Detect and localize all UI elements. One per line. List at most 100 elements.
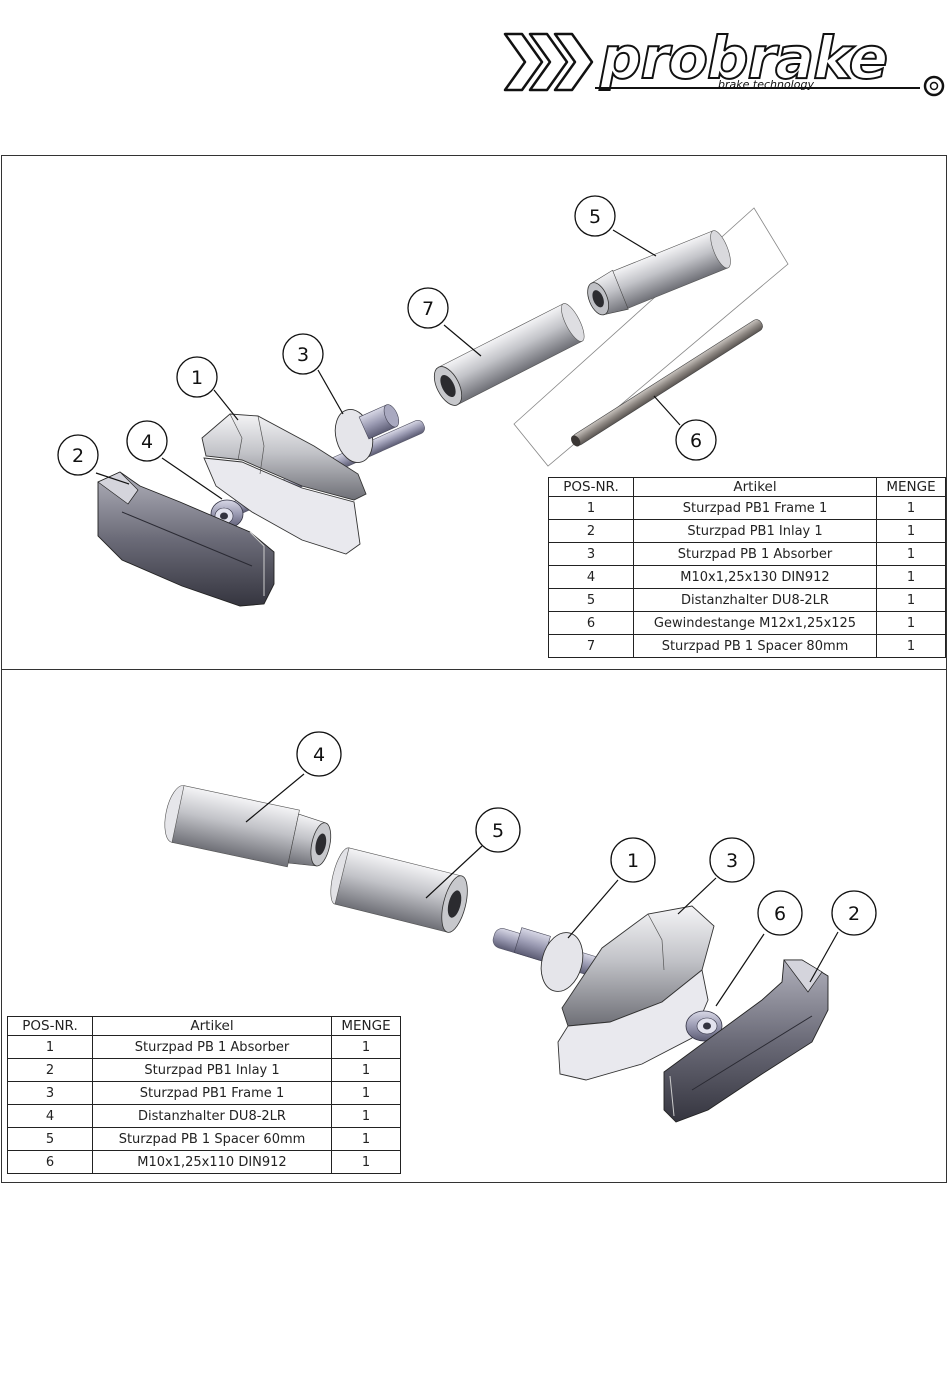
cell-pos: 3	[548, 542, 634, 566]
callout-3: 3	[282, 333, 324, 375]
callout-1: 1	[610, 837, 656, 883]
svg-text:3: 3	[297, 344, 309, 366]
cell-article: Sturzpad PB 1 Spacer 60mm	[92, 1127, 332, 1151]
cell-qty: 1	[876, 588, 946, 612]
cell-pos: 4	[7, 1104, 93, 1128]
cell-qty: 1	[331, 1081, 401, 1105]
col-qty-header: MENGE	[331, 1016, 401, 1036]
callout-2: 2	[831, 890, 877, 936]
cell-article: Distanzhalter DU8-2LR	[92, 1104, 332, 1128]
spacer-80mm-part	[433, 303, 585, 406]
svg-text:6: 6	[690, 430, 702, 452]
logo-tagline: brake technology	[718, 78, 814, 91]
logo-wordmark: probrake	[599, 24, 887, 92]
callout-4: 4	[296, 731, 342, 777]
cell-qty: 1	[876, 611, 946, 635]
callout-3: 3	[709, 837, 755, 883]
cell-qty: 1	[331, 1035, 401, 1059]
cell-qty: 1	[876, 519, 946, 543]
table-header-row: POS-NR. Artikel MENGE	[7, 1016, 401, 1036]
cell-article: M10x1,25x110 DIN912	[92, 1150, 332, 1174]
cell-pos: 4	[548, 565, 634, 589]
cell-pos: 7	[548, 634, 634, 658]
frame-part	[201, 413, 367, 555]
cell-qty: 1	[331, 1127, 401, 1151]
callout-5: 5	[475, 807, 521, 853]
cell-qty: 1	[876, 634, 946, 658]
cell-article: Sturzpad PB 1 Absorber	[633, 542, 877, 566]
cell-pos: 5	[548, 588, 634, 612]
svg-text:7: 7	[422, 298, 434, 320]
cell-pos: 5	[7, 1127, 93, 1151]
callout-6: 6	[675, 419, 717, 461]
svg-text:2: 2	[848, 903, 860, 925]
bottom-assembly-panel: 4 5 1 3 6 2 POS-NR. Artikel MENGE	[1, 669, 947, 1183]
callout-leaders	[95, 229, 681, 500]
cell-article: Sturzpad PB1 Inlay 1	[633, 519, 877, 543]
cell-qty: 1	[331, 1150, 401, 1174]
table-header-row: POS-NR. Artikel MENGE	[548, 477, 946, 497]
cell-pos: 6	[548, 611, 634, 635]
col-pos-header: POS-NR.	[548, 477, 634, 497]
top-exploded-view: 5 7 3 1 4 2 6	[57, 195, 789, 607]
inlay-part	[663, 959, 829, 1123]
callout-1: 1	[176, 356, 218, 398]
col-pos-header: POS-NR.	[7, 1016, 93, 1036]
callout-4: 4	[126, 420, 168, 462]
callout-2: 2	[57, 434, 99, 476]
top-assembly-panel: 5 7 3 1 4 2 6 POS-NR.	[1, 155, 947, 670]
probrake-logo: probrake brake technology	[500, 20, 948, 100]
svg-text:1: 1	[191, 367, 203, 389]
cell-pos: 3	[7, 1081, 93, 1105]
spacer-du8-part	[164, 785, 332, 868]
svg-text:1: 1	[627, 850, 639, 872]
cell-pos: 1	[7, 1035, 93, 1059]
callout-7: 7	[407, 287, 449, 329]
bottom-exploded-view: 4 5 1 3 6 2	[164, 731, 877, 1123]
cell-pos: 6	[7, 1150, 93, 1174]
threaded-rod-part	[571, 319, 763, 447]
logo-graphic: probrake brake technology	[503, 23, 945, 97]
cell-qty: 1	[331, 1104, 401, 1128]
absorber-part	[334, 404, 400, 463]
frame-part	[557, 905, 715, 1081]
cell-article: Sturzpad PB1 Frame 1	[633, 496, 877, 520]
cell-pos: 1	[548, 496, 634, 520]
cell-qty: 1	[876, 542, 946, 566]
svg-text:6: 6	[774, 903, 786, 925]
svg-text:4: 4	[141, 431, 153, 453]
cell-article: M10x1,25x130 DIN912	[633, 565, 877, 589]
callout-6: 6	[757, 890, 803, 936]
svg-text:3: 3	[726, 850, 738, 872]
svg-text:5: 5	[589, 206, 601, 228]
cell-article: Sturzpad PB 1 Spacer 80mm	[633, 634, 877, 658]
svg-text:2: 2	[72, 445, 84, 467]
cell-qty: 1	[331, 1058, 401, 1082]
absorber-part	[513, 927, 584, 992]
cell-pos: 2	[7, 1058, 93, 1082]
spacer-60mm-part	[330, 847, 468, 933]
cell-article: Sturzpad PB1 Inlay 1	[92, 1058, 332, 1082]
cell-article: Gewindestange M12x1,25x125	[633, 611, 877, 635]
col-article-header: Artikel	[633, 477, 877, 497]
cell-article: Sturzpad PB1 Frame 1	[92, 1081, 332, 1105]
svg-text:5: 5	[492, 820, 504, 842]
col-article-header: Artikel	[92, 1016, 332, 1036]
callout-5: 5	[574, 195, 616, 237]
chevron-icon	[503, 32, 594, 92]
cell-article: Distanzhalter DU8-2LR	[633, 588, 877, 612]
